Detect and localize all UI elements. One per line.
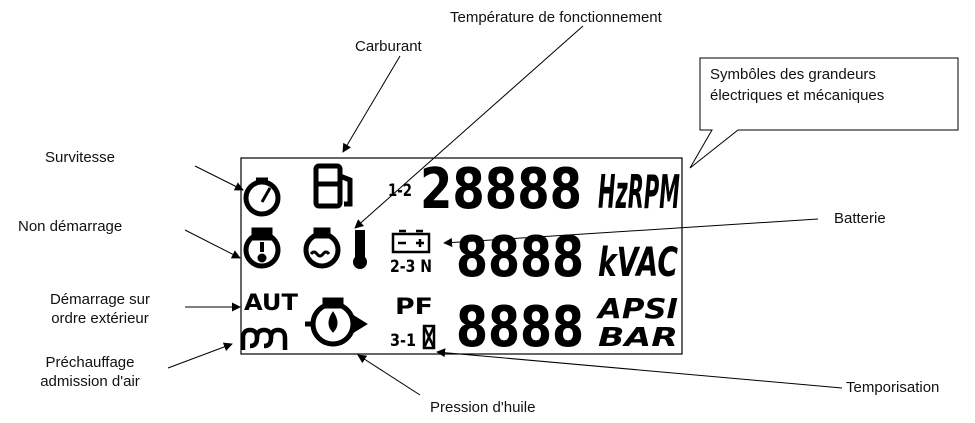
label-overspeed: Survitesse [45,149,116,166]
lcd-auto-label: AUT [244,291,298,316]
arrow-battery [443,218,819,247]
lcd-row1-units: HzRPM [598,165,680,219]
overspeed-icon [243,177,281,217]
lcd-row1-phase: 1-2 [388,181,412,201]
lcd-row2-phase: 2-3 N [390,257,432,277]
label-remote-start: Démarrage sur ordre extérieur [20,290,180,328]
thermometer-icon [353,230,367,269]
arrow-temperature [354,25,584,229]
arrow-no-start [184,229,241,259]
label-preheat-line1: Préchauffage [45,354,135,371]
label-timer: Temporisation [846,379,940,396]
callout-symbols: Symbôles des grandeurs électriques et mé… [700,58,958,130]
leader-arrows [167,25,843,396]
arrow-preheat [167,342,233,369]
coolant-temperature-icon [303,227,341,269]
arrow-oil-pressure [357,354,421,396]
battery-icon [391,229,431,254]
lcd-row3-units-top: APSI [596,292,678,325]
preheat-coil-icon [240,327,288,350]
label-oil-pressure: Pression d'huile [430,399,536,416]
lcd-row3-phase: 3-1 [390,331,416,351]
no-start-icon [243,227,281,269]
label-preheat-line2: admission d'air [40,373,140,390]
arrow-fuel [342,55,401,153]
label-symbols-line1: Symbôles des grandeurs [710,66,876,83]
label-remote-start-line1: Démarrage sur [49,291,151,308]
timer-icon [422,324,436,350]
arrow-overspeed [194,165,244,191]
arrow-timer [436,348,843,389]
callout-box [689,57,959,169]
lcd-power-factor: PF [395,295,433,320]
label-battery: Batterie [834,210,886,227]
label-no-start: Non démarrage [18,218,123,235]
lcd-row3-units-bottom: BAR [598,323,678,353]
label-remote-start-line2: ordre extérieur [51,310,149,327]
label-temperature: Température de fonctionnement [450,9,662,26]
lcd-row2-units: kVAC [598,240,678,286]
label-symbols-line2: électriques et mécaniques [710,87,885,104]
label-fuel: Carburant [355,38,422,55]
fuel-pump-icon [313,163,353,209]
lcd-row3-digits: 8888 [456,295,584,360]
oil-pressure-icon [305,297,368,347]
lcd-row1-digits: 28888 [420,157,582,222]
label-preheat: Préchauffage admission d'air [10,353,170,391]
